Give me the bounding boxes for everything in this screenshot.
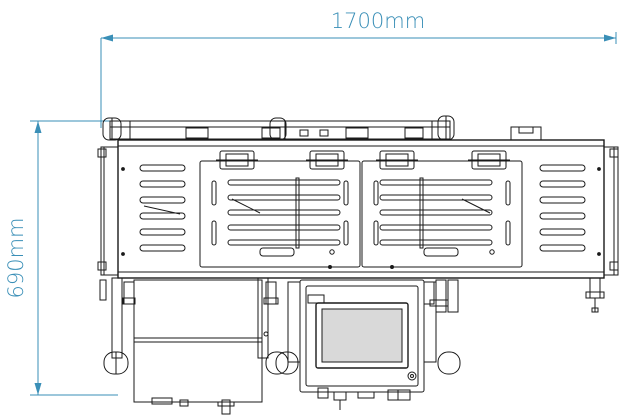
left-vent-slots [139,164,186,252]
left-support-legs [99,277,289,375]
touch-screen-bezel [315,302,409,369]
touch-screen-display [321,308,403,363]
right-support-leg [585,277,605,313]
height-dimension [30,120,118,396]
width-dimension [100,32,617,128]
top-right-bracket [510,126,542,141]
left-cover-panel [199,160,361,269]
right-vent-slots [539,164,586,252]
top-rail [109,120,451,140]
left-cabinet [133,279,269,415]
hinge-clamps [216,150,510,170]
side-plates [97,146,619,276]
machine-top-view [97,115,619,415]
control-cabinet [275,279,461,410]
right-cover-panel [361,160,523,269]
width-dimension-label: 1700mm [331,9,425,33]
height-dimension-label: 690mm [4,218,28,299]
main-frame [117,139,605,279]
